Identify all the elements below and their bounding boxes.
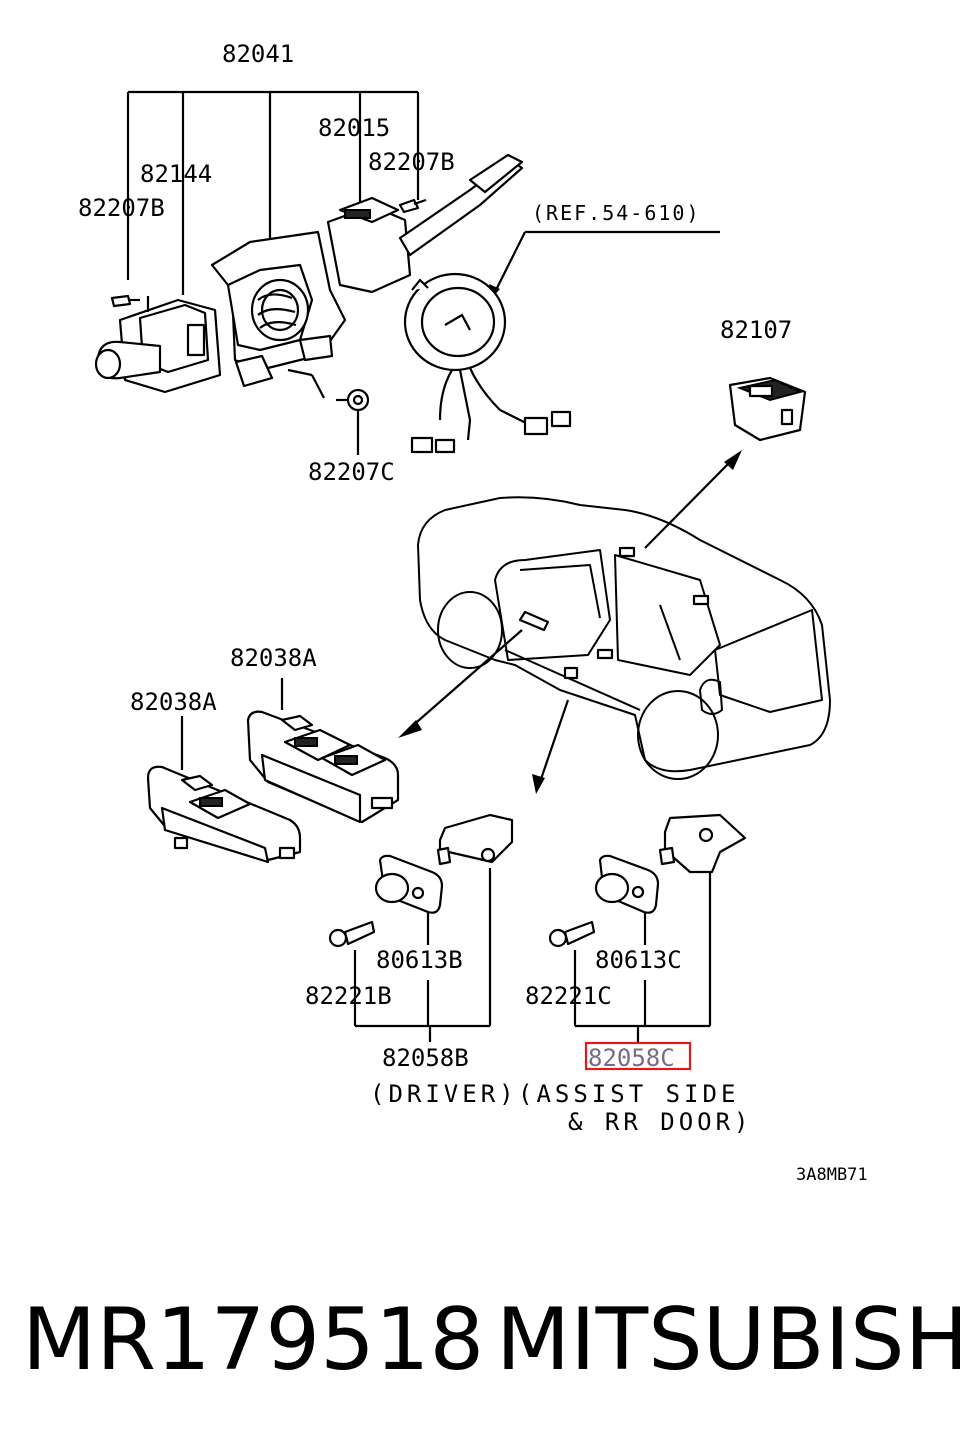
footer: MR179518 MITSUBISHI: [0, 1290, 960, 1400]
label-82058b: 82058B: [382, 1044, 469, 1072]
label-driver: (DRIVER): [370, 1080, 518, 1108]
label-82221c: 82221C: [525, 982, 612, 1010]
label-82038a-right: 82038A: [230, 644, 317, 672]
part-number: MR179518: [22, 1290, 485, 1390]
switch-82107: [728, 376, 807, 442]
label-diagram-code: 3A8MB71: [796, 1165, 868, 1185]
door-switch-group-c: [548, 813, 747, 948]
label-assist-side: (ASSIST SIDE: [518, 1080, 739, 1108]
screw-82207c: [336, 388, 370, 412]
label-82144: 82144: [140, 160, 212, 188]
screw-82207b-left: [110, 294, 140, 308]
screw-82207b-top: [398, 198, 427, 214]
label-82041: 82041: [222, 40, 294, 68]
label-82207b-top: 82207B: [368, 148, 455, 176]
label-80613c: 80613C: [595, 946, 682, 974]
combination-switch-assembly: [94, 153, 524, 412]
label-82107: 82107: [720, 316, 792, 344]
arrows: [398, 450, 742, 794]
door-switch-group-b: [328, 813, 514, 948]
label-82058c: 82058C: [588, 1044, 675, 1072]
brand-name: MITSUBISHI: [496, 1290, 960, 1390]
part-labels: 82041 82015 82207B 82144 82207B (REF.54-…: [78, 40, 868, 1185]
vehicle-outline: [417, 496, 831, 780]
label-82221b: 82221B: [305, 982, 392, 1010]
power-window-switch-left: [146, 765, 302, 864]
clock-spring: [403, 272, 572, 454]
label-ref: (REF.54-610): [532, 201, 701, 225]
label-82015: 82015: [318, 114, 390, 142]
label-80613b: 80613B: [376, 946, 463, 974]
label-82207b-left: 82207B: [78, 194, 165, 222]
label-rr-door: & RR DOOR): [568, 1108, 753, 1136]
label-82038a-left: 82038A: [130, 688, 217, 716]
label-82207c: 82207C: [308, 458, 395, 486]
leader-lines-top: [126, 90, 720, 455]
leader-lines-bottom: [180, 678, 712, 1042]
highlight-box-82058c: [584, 1041, 692, 1071]
power-window-switch-right: [246, 710, 400, 824]
